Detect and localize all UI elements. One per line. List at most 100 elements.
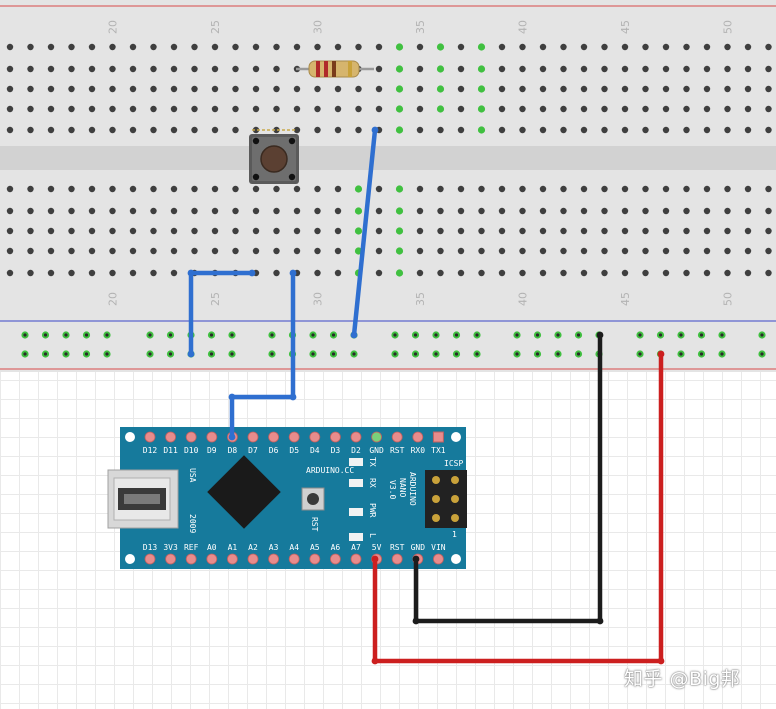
nano-pin [412, 431, 424, 443]
breadboard-hole [47, 43, 55, 51]
breadboard-hole [477, 43, 486, 51]
breadboard-hole [334, 269, 342, 277]
breadboard-hole [539, 126, 547, 134]
breadboard-hole [703, 65, 711, 73]
breadboard-hole [27, 65, 34, 73]
breadboard-hole [6, 269, 14, 277]
rail-hole-center [679, 333, 683, 337]
nano-bottom-pin-label: A0 [207, 543, 217, 552]
wire-endpoint [228, 433, 236, 441]
breadboard-hole [621, 269, 629, 277]
rail-hole-center [720, 352, 724, 356]
breadboard-hole [642, 105, 649, 113]
nano-pin [165, 553, 177, 565]
breadboard-hole [211, 185, 219, 193]
breadboard-hole [191, 185, 198, 193]
breadboard-hole [150, 85, 157, 93]
breadboard-hole [314, 43, 321, 51]
breadboard-hole [395, 207, 404, 215]
led-label-rx: RX [368, 478, 377, 488]
breadboard-hole [498, 65, 506, 73]
breadboard-hole [109, 126, 116, 134]
breadboard-hole [252, 65, 260, 73]
breadboard-hole [601, 207, 608, 215]
wire-endpoint [187, 350, 195, 358]
breadboard-hole [211, 105, 219, 113]
breadboard-hole [457, 65, 465, 73]
breadboard-hole [436, 65, 445, 73]
breadboard: 2025303540455055 2025303540455055 [0, 0, 776, 372]
breadboard-hole [6, 207, 14, 215]
breadboard-hole [744, 126, 752, 134]
breadboard-hole [6, 185, 14, 193]
breadboard-hole [150, 247, 157, 255]
breadboard-hole [47, 126, 55, 134]
nano-pin [268, 431, 280, 443]
breadboard-hole [642, 207, 649, 215]
led-pwr [349, 508, 363, 516]
breadboard-hole [47, 85, 55, 93]
rail-hole-center [23, 333, 27, 337]
breadboard-hole [642, 85, 649, 93]
breadboard-hole [27, 227, 34, 235]
breadboard-hole [539, 247, 547, 255]
nano-bottom-pin-label: REF [184, 543, 199, 552]
breadboard-hole [293, 207, 301, 215]
nano-pin [432, 553, 444, 565]
nano-pin [432, 431, 444, 443]
rail-hole-center [64, 352, 68, 356]
breadboard-hole [109, 247, 116, 255]
breadboard-hole [375, 185, 383, 193]
breadboard-hole [580, 43, 588, 51]
breadboard-hole [765, 247, 772, 255]
breadboard-hole [232, 185, 239, 193]
nano-pin [206, 553, 218, 565]
nano-pin [144, 431, 156, 443]
led-l [349, 533, 363, 541]
column-label: 30 [312, 20, 325, 34]
breadboard-hole [416, 185, 424, 193]
breadboard-hole [560, 207, 567, 215]
breadboard-hole [621, 85, 629, 93]
breadboard-hole [129, 65, 137, 73]
breadboard-hole [88, 85, 96, 93]
wire-blue-power [351, 129, 378, 336]
column-label: 30 [312, 292, 325, 306]
breadboard-hole [314, 269, 321, 277]
breadboard-hole [477, 85, 486, 93]
breadboard-hole [744, 105, 752, 113]
breadboard-hole [539, 65, 547, 73]
microcontroller-chip [207, 455, 281, 529]
breadboard-hole [47, 247, 55, 255]
breadboard-hole [6, 105, 14, 113]
breadboard-hole [601, 227, 608, 235]
column-label: 50 [722, 20, 735, 34]
breadboard-hole [416, 247, 424, 255]
breadboard-hole [375, 85, 383, 93]
breadboard-hole [765, 85, 772, 93]
breadboard-hole [355, 105, 362, 113]
breadboard-hole [334, 126, 342, 134]
rail-hole-center [84, 352, 89, 356]
breadboard-hole [437, 269, 444, 277]
breadboard-hole [601, 65, 608, 73]
breadboard-hole [129, 185, 137, 193]
led-tx [349, 458, 363, 466]
nano-pin [185, 431, 197, 443]
rail-hole-center [475, 333, 479, 337]
breadboard-hole [498, 227, 506, 235]
breadboard-hole [683, 227, 690, 235]
breadboard-hole [744, 207, 752, 215]
breadboard-hole [519, 247, 526, 255]
breadboard-hole [129, 126, 137, 134]
rail-hole-center [148, 333, 152, 337]
breadboard-hole [355, 85, 362, 93]
breadboard-hole [273, 65, 280, 73]
breadboard-hole [683, 105, 690, 113]
rail-hole-center [23, 352, 27, 356]
breadboard-hole [416, 65, 424, 73]
breadboard-hole [416, 43, 424, 51]
breadboard-hole [683, 126, 690, 134]
breadboard-hole [744, 43, 752, 51]
